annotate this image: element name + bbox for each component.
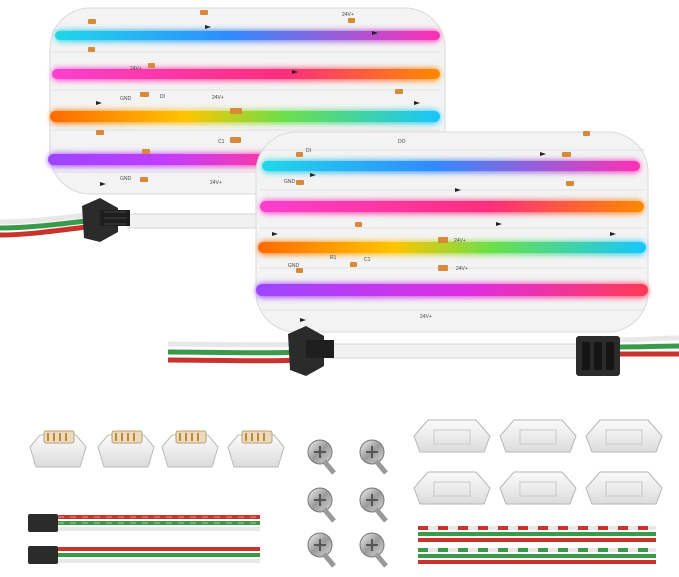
strip-label-24v: 24V+ [130, 66, 142, 72]
led-strip-coil-back: 24V+ 24V+ 24V+ GND DI C1 GND 24V+ [48, 7, 446, 195]
connector-clip [227, 430, 285, 468]
glow-row-magenta [260, 200, 644, 214]
glow-row-cyan [262, 160, 640, 173]
extension-cable [418, 526, 656, 542]
screw-icon [307, 532, 336, 568]
bracket-icon [585, 471, 663, 505]
screw-icon [307, 439, 336, 475]
connector-female [576, 336, 620, 376]
mounting-screws [307, 439, 388, 568]
solder-pads [88, 10, 403, 182]
connector-clip [97, 430, 155, 468]
extension-cable [418, 548, 656, 564]
glow-row-cyan [55, 30, 440, 42]
screw-icon [359, 487, 388, 523]
bracket-icon [499, 419, 577, 453]
connector-male [288, 326, 334, 376]
strip-label-24v: 24V+ [342, 12, 354, 18]
pigtail-cable [28, 514, 260, 532]
glow-row-rainbow [258, 241, 646, 255]
coil-front-lead [167, 326, 679, 376]
strip-label-c1: C1 [364, 257, 371, 263]
strip-label-gnd: GND [284, 179, 296, 185]
strip-label-24v: 24V+ [212, 95, 224, 101]
strip-label-24v: 24V+ [210, 180, 222, 186]
led-strip-coil-front: DO DI 24V+ 24V+ GND GND C1 R1 24V+ [255, 131, 649, 356]
bracket-icon [413, 471, 491, 505]
extension-cables [418, 526, 656, 564]
coil-back-lead [0, 198, 269, 242]
direction-arrows [272, 152, 616, 322]
mounting-brackets [413, 419, 663, 505]
bracket-icon [585, 419, 663, 453]
strip-label-di: DI [160, 94, 165, 100]
bracket-icon [413, 419, 491, 453]
direction-arrows [96, 25, 420, 186]
strip-label-r1: R1 [330, 255, 337, 261]
strip-label-gnd: GND [120, 96, 132, 102]
strip-label-c1: C1 [218, 139, 225, 145]
bracket-icon [499, 471, 577, 505]
glow-row-purple [256, 283, 648, 298]
strip-label-do: DO [398, 139, 406, 145]
screw-icon [359, 532, 388, 568]
strip-label-24v: 24V+ [456, 266, 468, 272]
glow-row-purple [48, 153, 278, 167]
connector-clip [29, 430, 87, 468]
screw-icon [307, 487, 336, 523]
strip-label-gnd: GND [120, 176, 132, 182]
connector-clip [161, 430, 219, 468]
strip-label-24v: 24V+ [420, 314, 432, 320]
strip-label-di: DI [306, 148, 311, 154]
screw-icon [359, 439, 388, 475]
pigtail-cable [28, 546, 260, 564]
glow-row-rainbow [50, 110, 440, 124]
strip-connector-clips [29, 430, 285, 468]
strip-label-gnd: GND [288, 263, 300, 269]
strip-label-24v: 24V+ [454, 238, 466, 244]
glow-row-magenta [52, 68, 440, 81]
connector-male [82, 198, 130, 242]
pigtail-cables [28, 514, 260, 564]
